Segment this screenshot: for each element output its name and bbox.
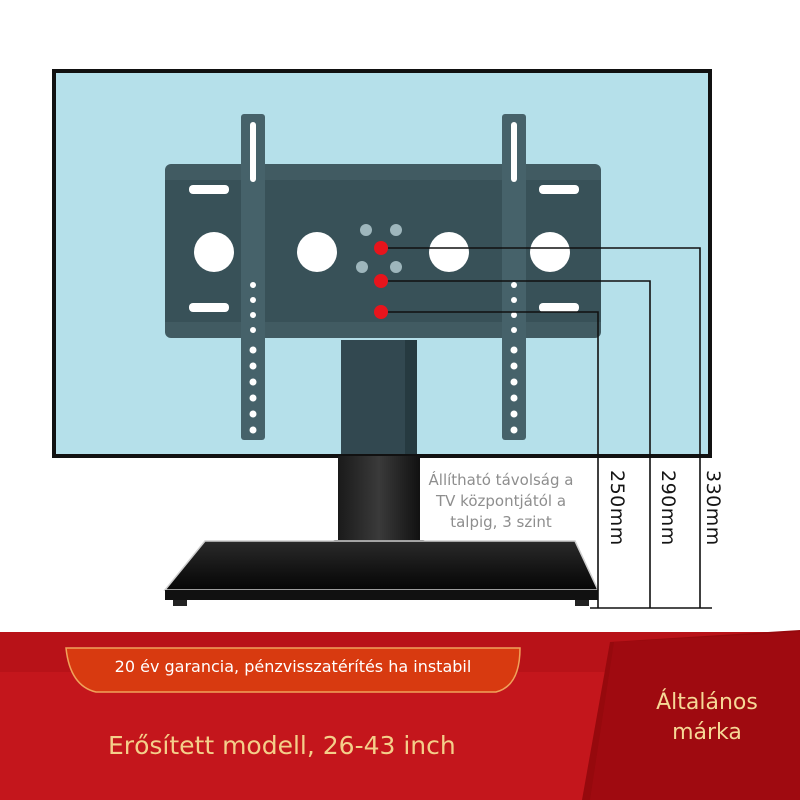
glass-base-edge (165, 590, 598, 600)
bracket-holes-right (510, 282, 518, 434)
brand-line-2: márka (672, 720, 742, 745)
plate-hole (297, 232, 337, 272)
slot (189, 185, 229, 194)
vertical-bracket-right (502, 114, 526, 440)
note-line-3: talpig, 3 szint (450, 513, 552, 531)
height-marker-low (374, 305, 388, 319)
glass-base (163, 540, 600, 591)
height-marker-mid (374, 274, 388, 288)
dimension-lines (388, 247, 712, 609)
vertical-bracket-left (241, 114, 265, 440)
height-label-250: 250mm (606, 470, 628, 546)
plate-hole (429, 232, 469, 272)
upper-column-shade (405, 340, 417, 454)
base-foot-left (173, 600, 187, 606)
note-line-2: TV központjától a (435, 492, 567, 510)
stand-column (338, 456, 420, 552)
height-label-290: 290mm (657, 470, 679, 546)
bracket-slot (511, 122, 517, 182)
height-label-330: 330mm (702, 470, 724, 546)
slot (189, 303, 229, 312)
base-foot-right (575, 600, 589, 606)
upper-column (341, 340, 417, 454)
adjustable-height-note: Állítható távolság a TV központjától a t… (418, 470, 584, 533)
plate-hole (530, 232, 570, 272)
plate-hole (194, 232, 234, 272)
slot (539, 303, 579, 312)
brand-label: Általános márka (622, 688, 792, 748)
guarantee-text: 20 év garancia, pénzvisszatérítés ha ins… (114, 657, 472, 676)
bracket-slot (250, 122, 256, 182)
center-screws (356, 224, 402, 273)
bracket-holes-left (249, 282, 257, 434)
model-text: Erősített modell, 26-43 inch (108, 731, 456, 760)
brand-line-1: Általános (656, 690, 758, 715)
note-line-1: Állítható távolság a (428, 471, 574, 489)
guarantee-pill (65, 647, 521, 693)
slot (539, 185, 579, 194)
height-marker-high (374, 241, 388, 255)
